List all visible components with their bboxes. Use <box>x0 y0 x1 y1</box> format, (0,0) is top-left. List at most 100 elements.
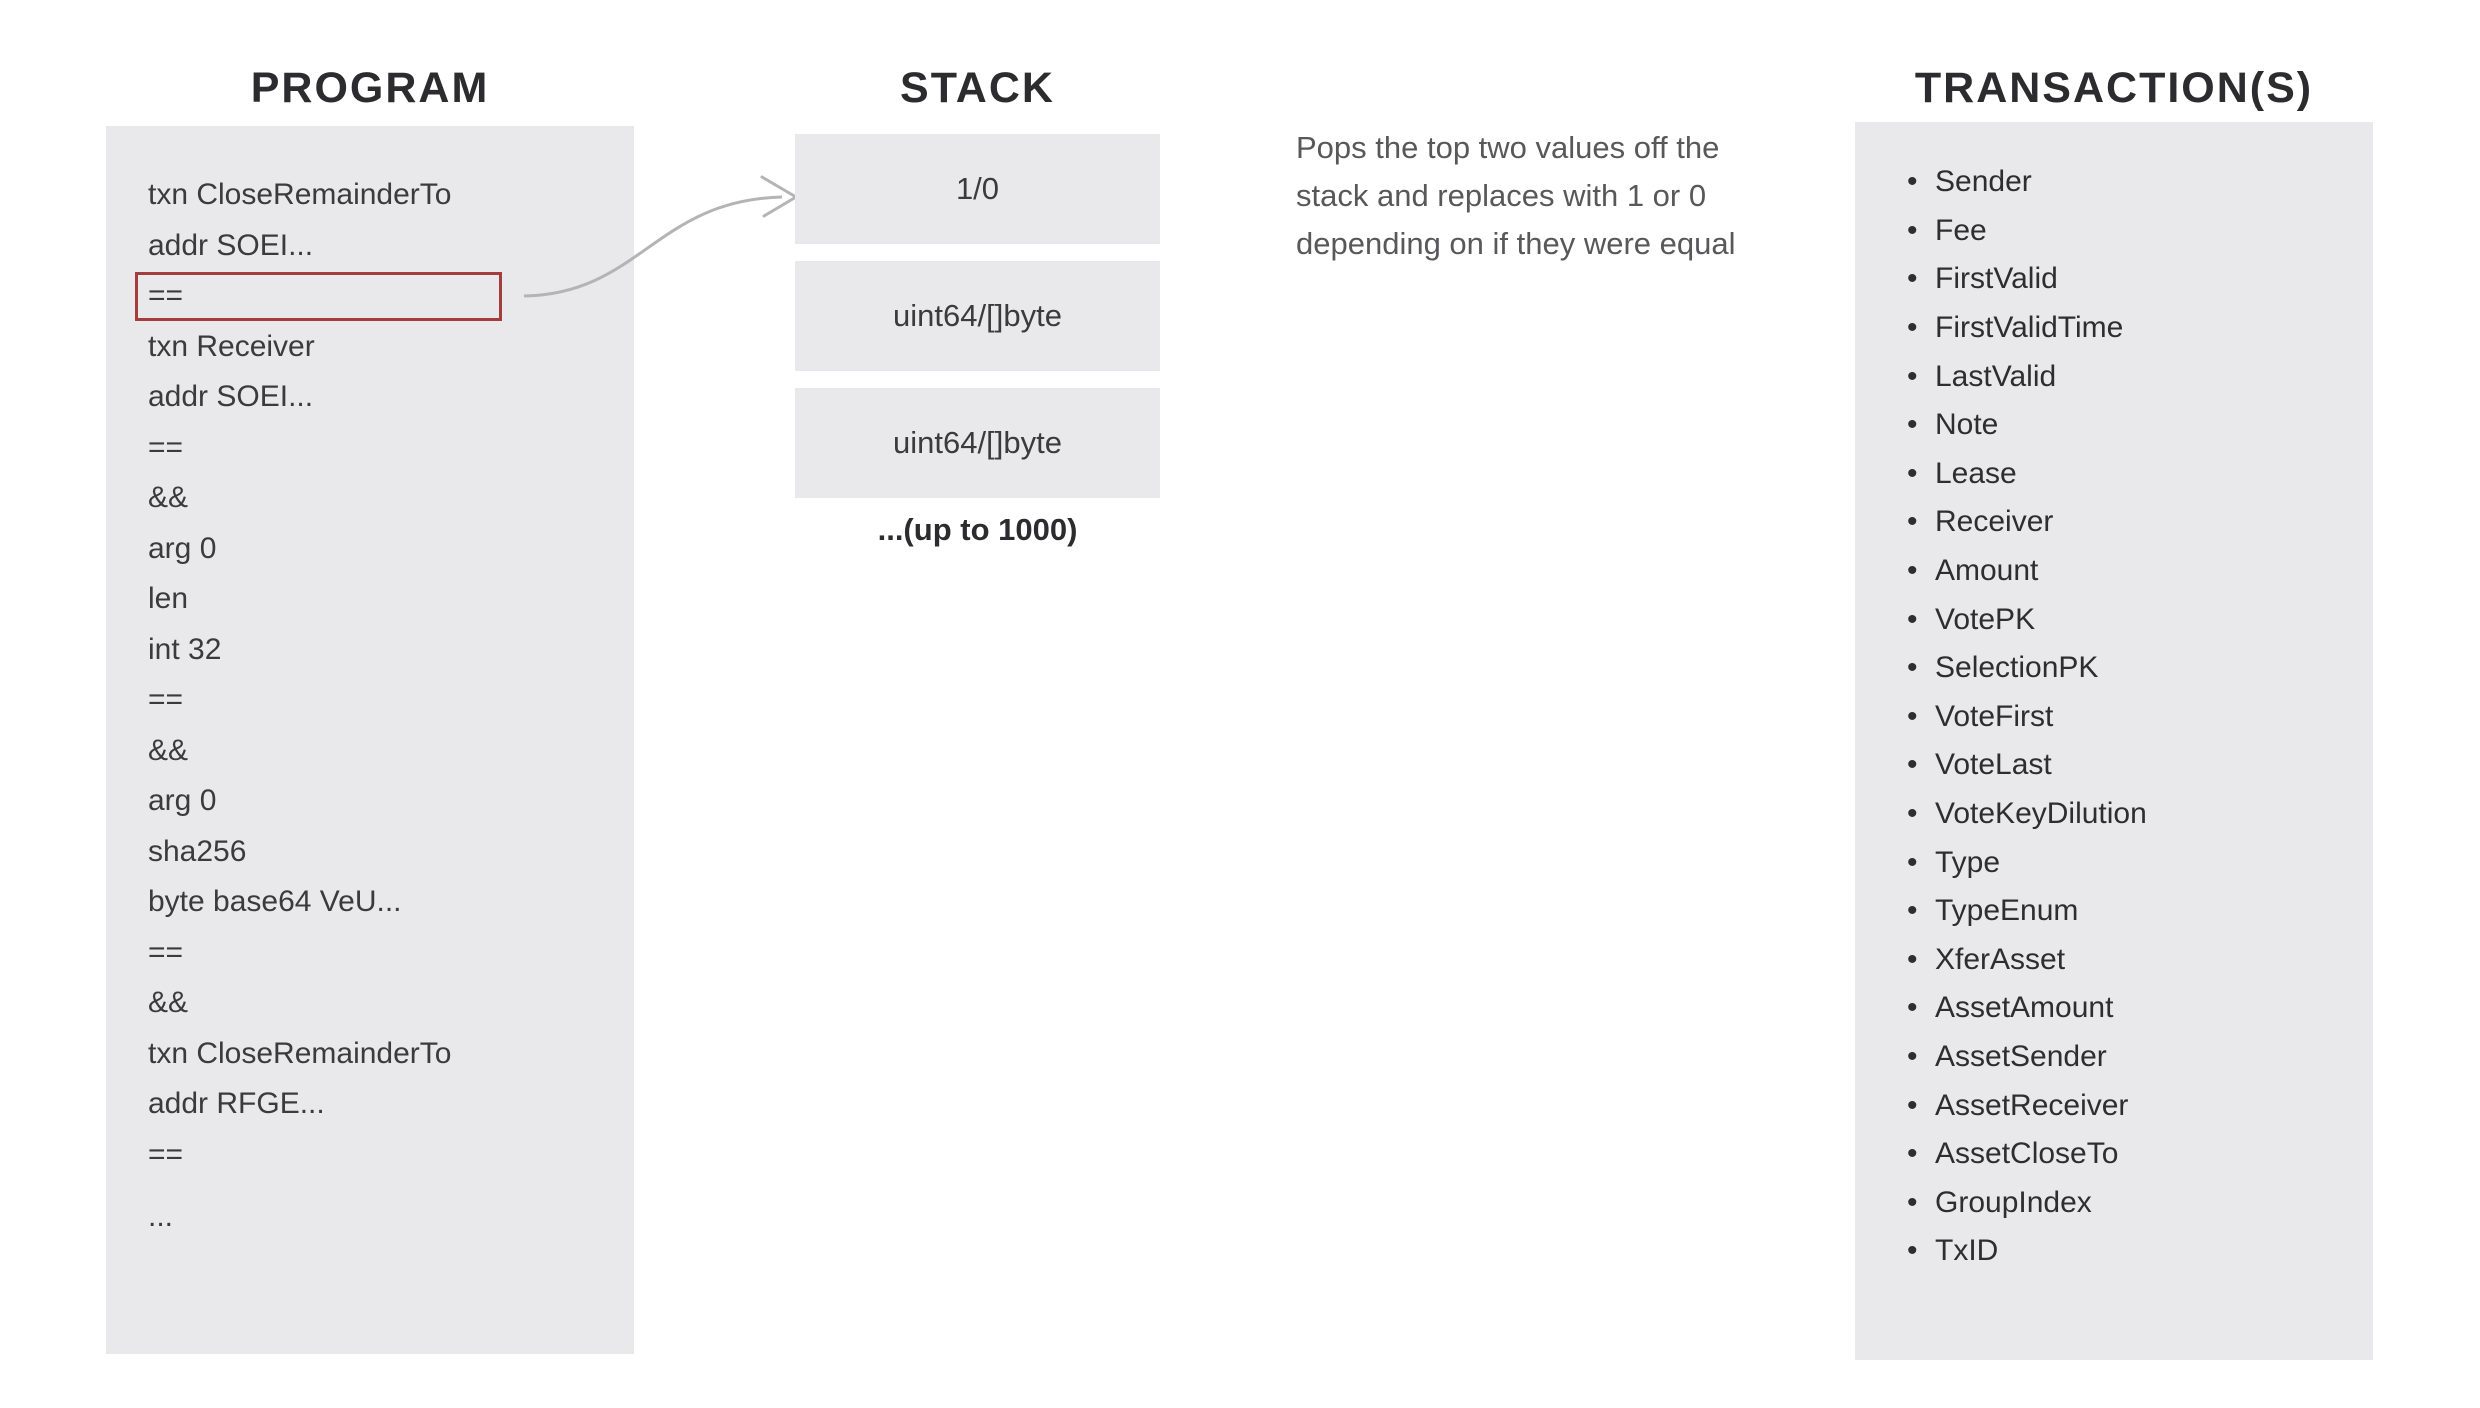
field-label: FirstValidTime <box>1935 311 2124 345</box>
list-item: • VoteLast <box>1907 741 2373 790</box>
list-item: •SelectionPK <box>1907 644 2373 693</box>
code-line-text: == <box>148 935 184 969</box>
flow-arrow-icon <box>523 175 798 298</box>
code-line-text: arg 0 <box>148 531 217 565</box>
list-item: • LastValid <box>1907 352 2373 401</box>
bullet-icon: • <box>1907 1088 1918 1122</box>
description-line: Pops the top two values off the <box>1296 130 1720 165</box>
stack-title: STACK <box>900 64 1055 112</box>
field-label: GroupIndex <box>1935 1185 2092 1219</box>
code-line: == <box>148 928 634 979</box>
bullet-icon: • <box>1907 1234 1918 1268</box>
stack-slot-value: uint64/[]byte <box>893 425 1062 460</box>
stack-slot-top: 1/0 <box>795 134 1160 244</box>
field-label: TxID <box>1935 1234 1999 1268</box>
bullet-icon: • <box>1907 894 1918 928</box>
field-label: AssetCloseTo <box>1935 1137 2119 1171</box>
code-line-text: txn CloseRemainderTo <box>148 1036 452 1070</box>
bullet-icon: • <box>1907 991 1918 1025</box>
code-line: arg 0 <box>148 776 634 827</box>
bullet-icon: • <box>1907 651 1918 685</box>
transaction-fields-list: •Sender •Fee •FirstValid •FirstValidTime… <box>1855 122 2373 1276</box>
stack-slot-value: uint64/[]byte <box>893 298 1062 333</box>
bullet-icon: • <box>1907 554 1918 588</box>
list-item: •Receiver <box>1907 498 2373 547</box>
code-line-text: == <box>148 683 184 717</box>
list-item: • AssetReceiver <box>1907 1081 2373 1130</box>
bullet-icon: • <box>1907 699 1918 733</box>
bullet-icon: • <box>1907 1039 1918 1073</box>
list-item: • Amount <box>1907 547 2373 596</box>
code-line-text: && <box>148 481 189 515</box>
field-label: XferAsset <box>1935 942 2066 976</box>
code-line: addr SOEI... <box>148 221 634 272</box>
field-label: Type <box>1935 845 2001 879</box>
bullet-icon: • <box>1907 213 1918 247</box>
list-item: • Note <box>1907 401 2373 450</box>
field-label: Note <box>1935 408 1999 442</box>
code-line: && <box>148 978 634 1029</box>
field-label: VoteLast <box>1935 748 2052 782</box>
code-line-text: == <box>148 430 184 464</box>
code-line-text: arg 0 <box>148 784 217 818</box>
code-line: ... <box>148 1192 634 1243</box>
stack-slot: uint64/[]byte <box>795 388 1160 498</box>
field-label: FirstValid <box>1935 262 2058 296</box>
stack-slot-value: 1/0 <box>955 171 1000 206</box>
field-label: VoteKeyDilution <box>1935 797 2147 831</box>
list-item: • AssetSender <box>1907 1033 2373 1082</box>
code-line: == <box>148 423 634 474</box>
bullet-icon: • <box>1907 359 1918 393</box>
code-line: sha256 <box>148 827 634 878</box>
program-title: PROGRAM <box>250 64 490 112</box>
code-line: txn CloseRemainderTo <box>148 1029 634 1080</box>
field-label: Fee <box>1935 213 1987 247</box>
transactions-panel: •Sender •Fee •FirstValid •FirstValidTime… <box>1855 122 2373 1360</box>
field-label: LastValid <box>1935 359 2057 393</box>
list-item: • VoteKeyDilution <box>1907 790 2373 839</box>
code-line-text: == <box>148 1137 184 1171</box>
code-line-text: sha256 <box>148 834 247 868</box>
field-label: VoteFirst <box>1935 699 2054 733</box>
bullet-icon: • <box>1907 1137 1918 1171</box>
code-line-text: ... <box>148 1200 174 1234</box>
code-line: addr RFGE... <box>148 1079 634 1130</box>
bullet-icon: • <box>1907 748 1918 782</box>
code-line-text: == <box>148 279 184 313</box>
code-line-text: txn Receiver <box>148 329 315 363</box>
bullet-icon: • <box>1907 942 1918 976</box>
code-line-text: && <box>148 986 189 1020</box>
bullet-icon: • <box>1907 602 1918 636</box>
transactions-title: TRANSACTION(S) <box>1914 64 2314 112</box>
code-line: && <box>148 473 634 524</box>
program-panel: txn CloseRemainderTo addr SOEI... == txn… <box>106 126 634 1354</box>
code-line-highlighted: == <box>135 271 634 322</box>
code-line-text: byte base64 VeU... <box>148 885 402 919</box>
code-line: txn CloseRemainderTo <box>148 170 634 221</box>
code-line: == <box>148 1130 634 1181</box>
field-label: AssetAmount <box>1935 991 2114 1025</box>
code-line: byte base64 VeU... <box>148 877 634 928</box>
list-item: •Lease <box>1907 450 2373 499</box>
stack-slot: uint64/[]byte <box>795 261 1160 371</box>
code-line: && <box>148 726 634 777</box>
code-line-text: addr RFGE... <box>148 1087 325 1121</box>
field-label: Lease <box>1935 456 2017 490</box>
code-line-text: && <box>148 733 189 767</box>
list-item: •Type <box>1907 838 2373 887</box>
list-item: • VoteFirst <box>1907 693 2373 742</box>
field-label: VotePK <box>1935 602 2036 636</box>
bullet-icon: • <box>1907 797 1918 831</box>
bullet-icon: • <box>1907 408 1918 442</box>
field-label: AssetReceiver <box>1935 1088 2129 1122</box>
field-label: Amount <box>1935 554 2039 588</box>
field-label: AssetSender <box>1935 1039 2107 1073</box>
bullet-icon: • <box>1907 1185 1918 1219</box>
field-label: Receiver <box>1935 505 2054 539</box>
list-item: • TxID <box>1907 1227 2373 1276</box>
code-line-text: addr SOEI... <box>148 228 314 262</box>
list-item: •TypeEnum <box>1907 887 2373 936</box>
code-line: len <box>148 574 634 625</box>
list-item: • AssetAmount <box>1907 984 2373 1033</box>
